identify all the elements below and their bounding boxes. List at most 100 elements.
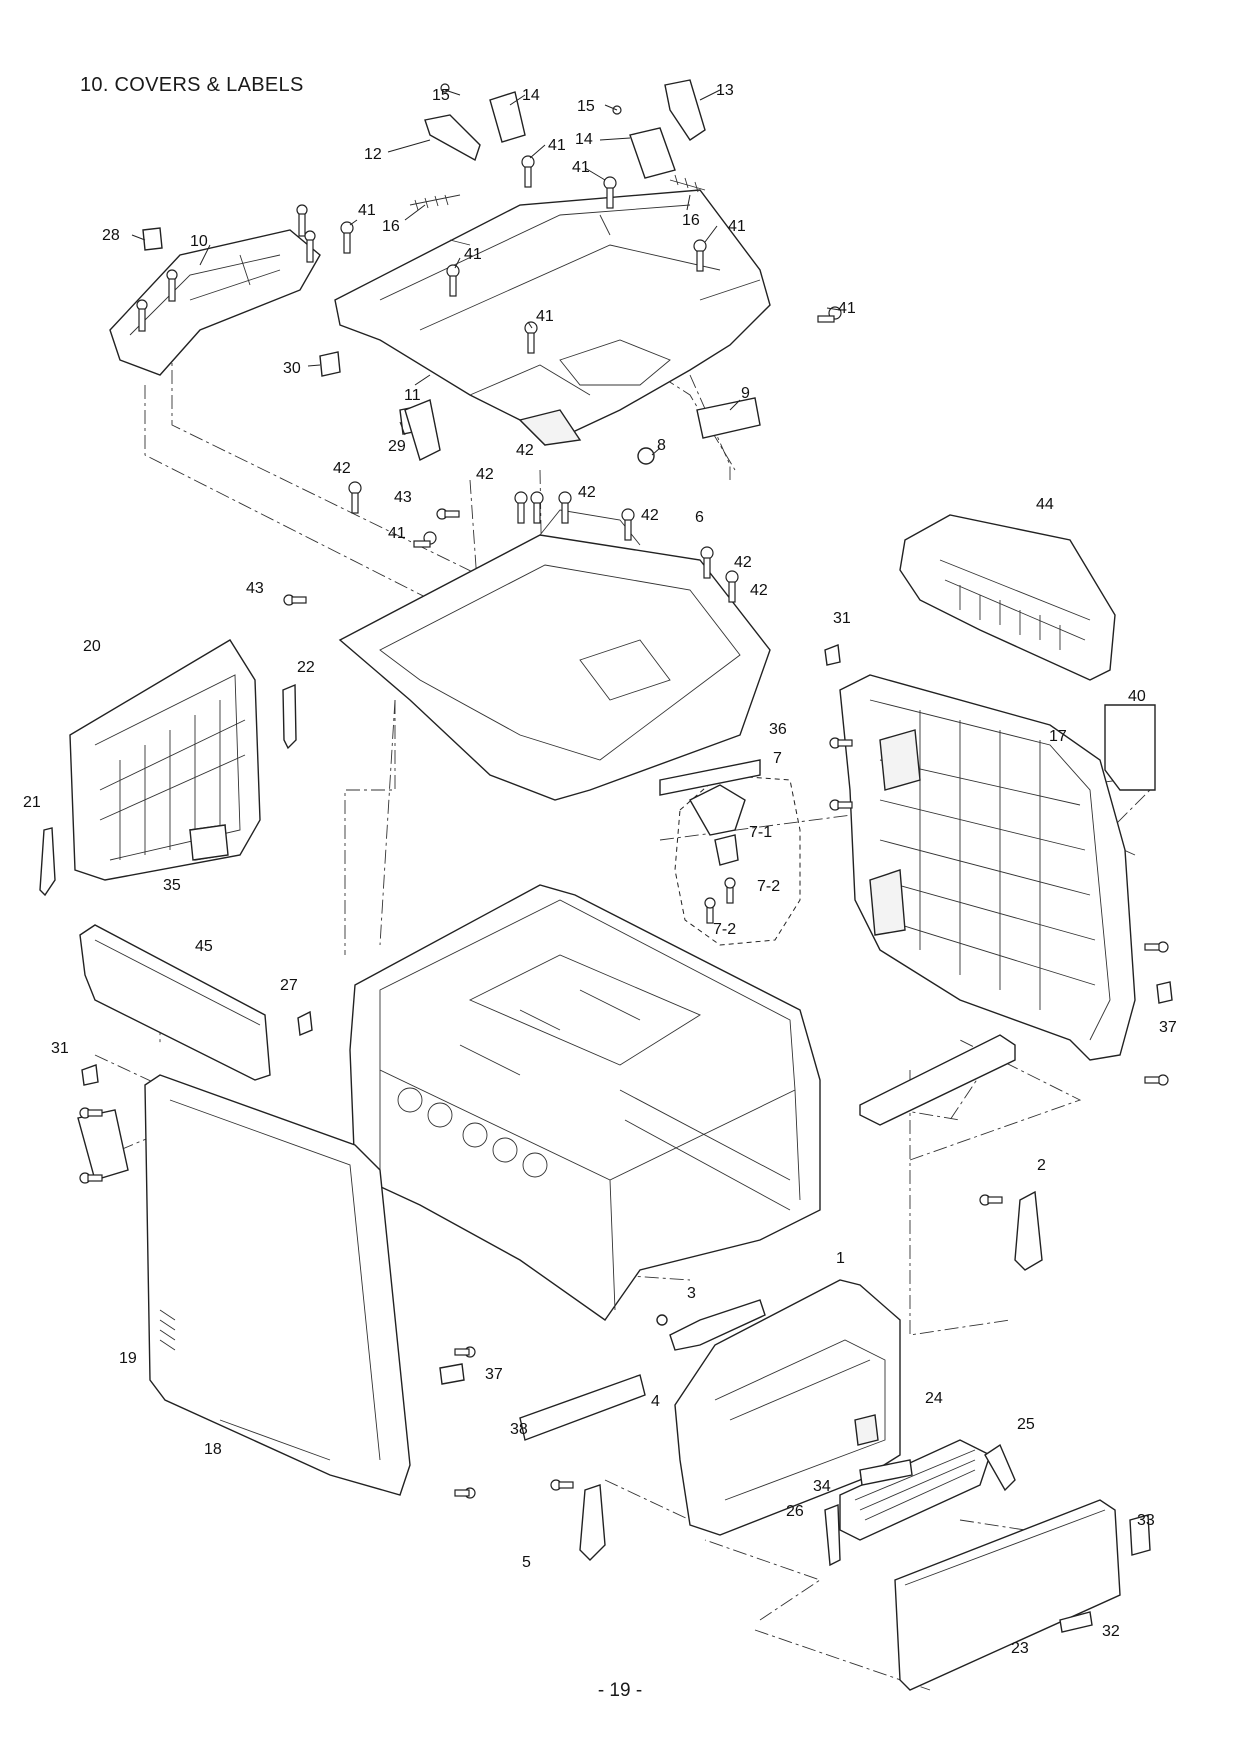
callout-1: 1 xyxy=(836,1250,845,1267)
callout-21: 21 xyxy=(23,794,41,811)
callout-19: 19 xyxy=(119,1350,137,1367)
label-part-36 xyxy=(659,759,761,796)
frame-part-6 xyxy=(338,509,771,801)
callout-33: 33 xyxy=(1137,1512,1155,1529)
callout-41: 41 xyxy=(548,137,566,154)
callout-32: 32 xyxy=(1102,1623,1120,1640)
label-part-37b xyxy=(439,1363,465,1385)
callout-38: 38 xyxy=(510,1421,528,1438)
callout-41: 41 xyxy=(838,300,856,317)
sensor-group-part-7 xyxy=(674,774,801,946)
callout-43: 43 xyxy=(246,580,264,597)
callout-35: 35 xyxy=(163,877,181,894)
callout-27: 27 xyxy=(280,977,298,994)
callout-15: 15 xyxy=(577,98,595,115)
rear-cover-part-44 xyxy=(899,514,1116,681)
callout-42: 42 xyxy=(734,554,752,571)
leader-lines xyxy=(131,89,841,456)
hinge-part-14b xyxy=(629,127,676,179)
clip-part-30 xyxy=(319,351,341,377)
callout-42: 42 xyxy=(578,484,596,501)
callout-17: 17 xyxy=(1049,728,1067,745)
callout-2: 2 xyxy=(1037,1157,1046,1174)
callout-42: 42 xyxy=(750,582,768,599)
callout-13: 13 xyxy=(716,82,734,99)
callout-41: 41 xyxy=(536,308,554,325)
back-cover-part-20 xyxy=(69,639,261,881)
page-number: - 19 - xyxy=(597,1680,643,1701)
callout-20: 20 xyxy=(83,638,101,655)
callout-25: 25 xyxy=(1017,1416,1035,1433)
right-side-cover-part-17 xyxy=(839,674,1136,1061)
lever-part-21 xyxy=(39,827,56,897)
page-title: 10. COVERS & LABELS xyxy=(80,74,304,96)
callout-23: 23 xyxy=(1011,1640,1029,1657)
callout-43: 43 xyxy=(394,489,412,506)
callout-34: 34 xyxy=(813,1478,831,1495)
clip-part-31b xyxy=(81,1064,99,1086)
label-part-38 xyxy=(519,1374,646,1441)
spring-part-16b xyxy=(669,174,706,193)
callout-41: 41 xyxy=(728,218,746,235)
label-part-35 xyxy=(189,824,229,861)
callout-41: 41 xyxy=(358,202,376,219)
callout-7: 7 xyxy=(773,750,782,767)
callout-10: 10 xyxy=(190,233,208,250)
label-part-40 xyxy=(1104,704,1156,791)
label-part-34 xyxy=(859,1459,913,1486)
callout-14: 14 xyxy=(522,87,540,104)
label-part-9 xyxy=(696,397,761,439)
callout-31: 31 xyxy=(51,1040,69,1057)
callout-45: 45 xyxy=(195,938,213,955)
callout-7-1: 7-1 xyxy=(749,824,772,841)
part-3 xyxy=(669,1299,766,1351)
callout-15: 15 xyxy=(432,87,450,104)
callout-36: 36 xyxy=(769,721,787,738)
bracket-part-10 xyxy=(109,229,321,376)
callout-42: 42 xyxy=(516,442,534,459)
panel-part-45 xyxy=(79,924,271,1081)
main-chassis xyxy=(349,884,821,1321)
callout-7-2: 7-2 xyxy=(757,878,780,895)
bracket-part-2 xyxy=(1014,1190,1043,1271)
label-part-33 xyxy=(1129,1514,1151,1556)
callout-42: 42 xyxy=(641,507,659,524)
callout-30: 30 xyxy=(283,360,301,377)
callout-14: 14 xyxy=(575,131,593,148)
callout-16: 16 xyxy=(682,212,700,229)
hinge-part-12 xyxy=(424,114,481,162)
callout-12: 12 xyxy=(364,146,382,163)
callout-8: 8 xyxy=(657,437,666,454)
callout-44: 44 xyxy=(1036,496,1054,513)
clip-part-27 xyxy=(297,1010,313,1037)
callout-41: 41 xyxy=(388,525,406,542)
cover-part-19 xyxy=(77,1109,129,1181)
callout-24: 24 xyxy=(925,1390,943,1407)
callout-11: 11 xyxy=(404,387,421,404)
clip-part-28 xyxy=(142,227,163,251)
front-tray-cover-part-23 xyxy=(894,1499,1121,1691)
part-4 xyxy=(656,1314,668,1326)
callout-31: 31 xyxy=(833,610,851,627)
callout-28: 28 xyxy=(102,227,120,244)
callout-37: 37 xyxy=(485,1366,503,1383)
callout-labels: 15 14 15 13 12 41 14 41 16 16 41 41 28 1… xyxy=(23,82,1177,1657)
callout-6: 6 xyxy=(695,509,704,526)
callout-42: 42 xyxy=(476,466,494,483)
callout-18: 18 xyxy=(204,1441,222,1458)
hinge-part-14a xyxy=(489,91,526,143)
callout-7-2: 7-2 xyxy=(713,921,736,938)
callout-40: 40 xyxy=(1128,688,1146,705)
callout-42: 42 xyxy=(333,460,351,477)
callout-37: 37 xyxy=(1159,1019,1177,1036)
callout-4: 4 xyxy=(651,1393,660,1410)
label-part-37a xyxy=(1156,981,1173,1004)
lever-part-22 xyxy=(282,683,297,750)
bracket-part-large xyxy=(404,399,441,461)
callout-26: 26 xyxy=(786,1503,804,1520)
arm-part-25 xyxy=(984,1443,1016,1492)
callout-9: 9 xyxy=(741,385,750,402)
top-cover-part-11 xyxy=(334,189,771,446)
callout-41: 41 xyxy=(572,159,590,176)
